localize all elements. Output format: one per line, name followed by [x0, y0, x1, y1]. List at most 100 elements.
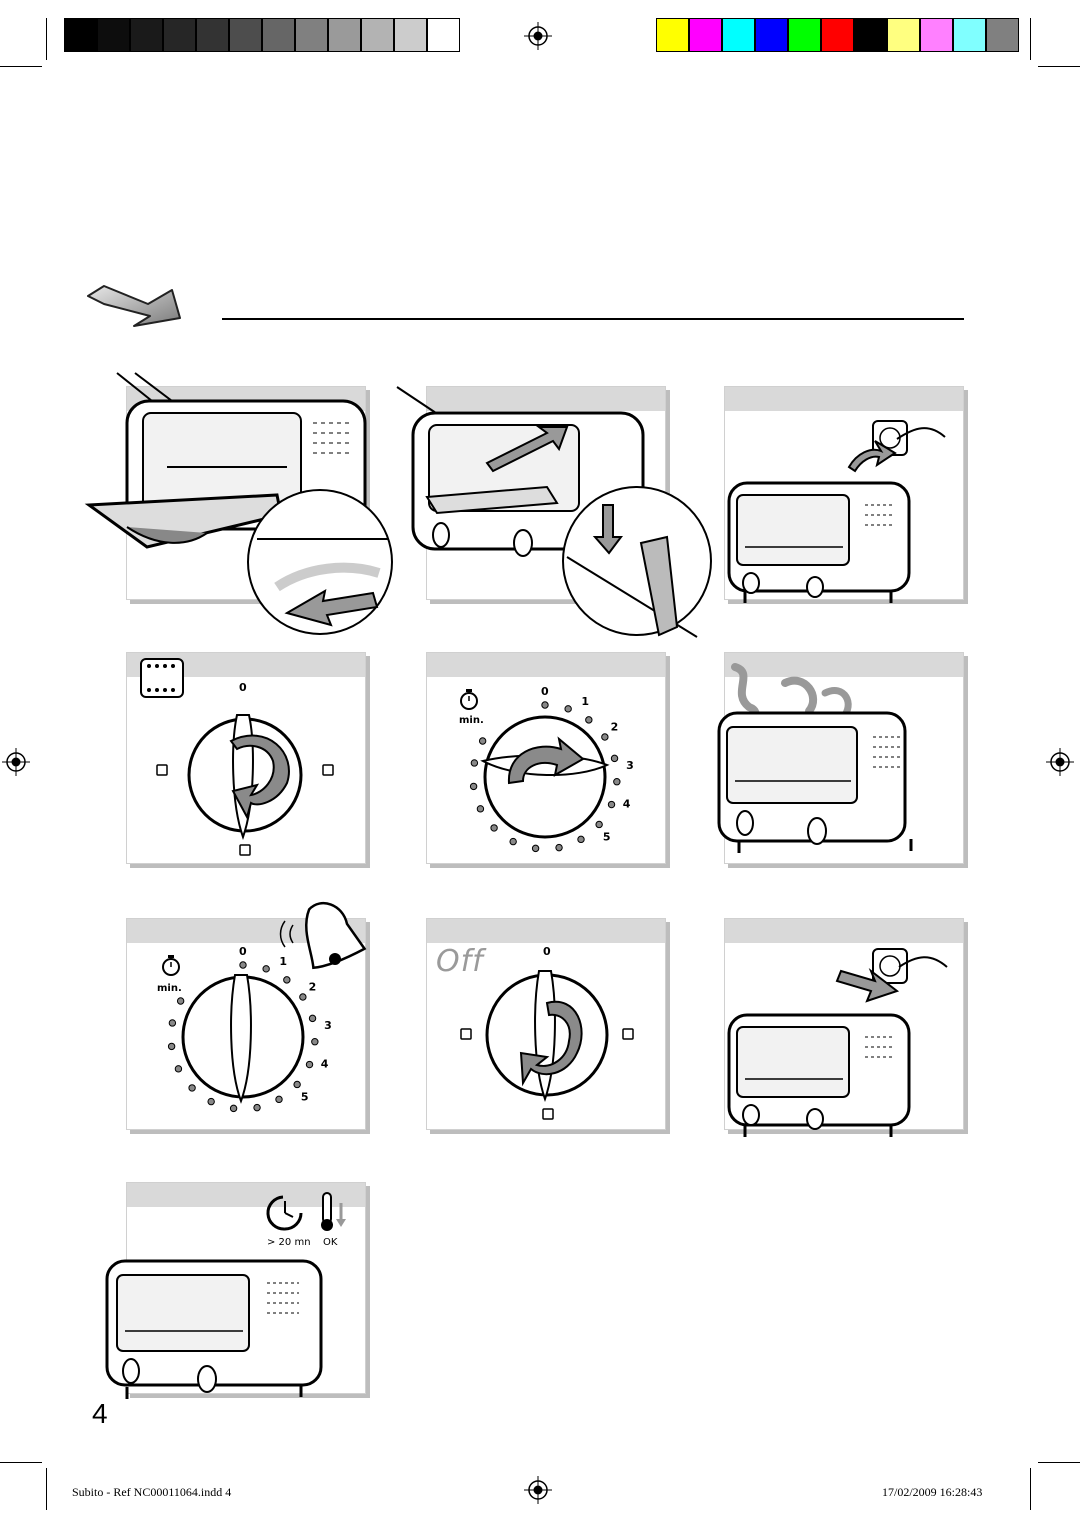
oven-door-icon	[84, 372, 393, 635]
crop-mark	[46, 18, 47, 60]
registration-mark-icon	[524, 1476, 552, 1504]
color-swatch	[953, 18, 986, 52]
timer-tick	[174, 1065, 183, 1073]
crop-mark	[1038, 1462, 1080, 1463]
timer-tick	[168, 1019, 177, 1027]
section-arrow-icon	[87, 285, 181, 327]
panel-smoke	[717, 652, 964, 864]
registration-mark-icon	[2, 748, 30, 776]
panel-remove-tray	[396, 386, 712, 638]
crop-mark	[1038, 66, 1080, 67]
dial-zero-label: 0	[543, 945, 551, 958]
color-swatch	[295, 18, 328, 52]
timer-tick-label: 1	[279, 955, 287, 968]
timer-tick	[595, 820, 603, 829]
color-swatch	[196, 18, 229, 52]
color-swatch	[887, 18, 920, 52]
timer-tick-label: 0	[541, 685, 549, 698]
ok-label: OK	[323, 1237, 338, 1248]
timer-tick	[476, 805, 485, 813]
timer-tick-label: 1	[581, 695, 589, 708]
color-swatch	[755, 18, 788, 52]
color-swatch	[262, 18, 295, 52]
panel-plug-in	[724, 386, 964, 603]
timer-tick	[207, 1097, 215, 1106]
color-swatch	[821, 18, 854, 52]
timer-tick	[275, 1095, 283, 1104]
timer-tick	[293, 1080, 301, 1089]
color-swatch	[689, 18, 722, 52]
color-swatch	[656, 18, 689, 52]
timer-tick-label: 4	[623, 798, 631, 811]
timer-tick	[262, 965, 270, 973]
color-swatch	[854, 18, 887, 52]
footer-file-label: Subito - Ref NC00011064.indd 4	[72, 1485, 232, 1499]
timer-tick	[610, 754, 619, 763]
timer-tick	[564, 705, 572, 713]
cool-time-label: > 20 mn	[267, 1237, 311, 1248]
crop-mark	[1030, 18, 1031, 60]
thermometer-icon: > 20 mn OK	[105, 1192, 346, 1399]
color-swatch	[130, 18, 163, 52]
timer-tick	[601, 733, 609, 741]
timer-tick	[607, 800, 616, 809]
timer-tick	[167, 1042, 176, 1051]
timer-tick	[490, 824, 498, 832]
color-swatch	[361, 18, 394, 52]
panel-header	[427, 919, 665, 943]
off-label: Off	[436, 944, 484, 979]
panel-header	[725, 653, 963, 677]
color-swatch	[229, 18, 262, 52]
minutes-unit-label: min.	[459, 715, 484, 726]
timer-tick	[470, 759, 479, 767]
panel-header	[427, 387, 665, 411]
color-swatch	[64, 18, 97, 52]
color-swatch	[163, 18, 196, 52]
crop-mark	[46, 1468, 47, 1510]
crop-mark	[1030, 1468, 1031, 1510]
panel-header	[725, 919, 963, 943]
color-swatch	[394, 18, 427, 52]
timer-tick	[555, 843, 563, 852]
timer-tick	[311, 1038, 319, 1046]
registration-mark-icon	[524, 22, 552, 50]
timer-tick	[305, 1060, 314, 1069]
timer-tick	[509, 837, 517, 846]
dial-zero-label: 0	[239, 681, 247, 694]
panel-switch-off: 0	[426, 918, 666, 1130]
color-swatch	[97, 18, 130, 52]
timer-tick	[531, 844, 540, 853]
smoke-icon	[717, 663, 913, 853]
timer-tick	[613, 778, 621, 786]
color-swatch	[788, 18, 821, 52]
timer-tick	[188, 1084, 196, 1092]
panel-function-dial: 0	[126, 652, 366, 864]
timer-tick	[308, 1014, 317, 1023]
color-swatch	[722, 18, 755, 52]
timer-tick	[469, 782, 478, 791]
panel-header	[725, 387, 963, 411]
registration-mark-icon	[1046, 748, 1074, 776]
timer-tick-label: 5	[603, 831, 611, 844]
crop-mark	[0, 66, 42, 67]
plug-icon	[727, 420, 946, 603]
crop-mark	[0, 1462, 42, 1463]
timer-tick-label: 4	[321, 1058, 329, 1071]
section-rule	[222, 318, 964, 320]
color-swatch	[427, 18, 460, 52]
timer-tick	[229, 1104, 238, 1113]
panel-header	[427, 653, 665, 677]
timer-tick-label: 3	[626, 759, 634, 772]
timer-tick	[176, 997, 185, 1005]
timer-tick	[253, 1103, 261, 1112]
timer-tick	[541, 701, 549, 709]
timer-tick-label: 2	[309, 980, 317, 993]
timer-tick-label: 0	[239, 945, 247, 958]
panel-cool-down: > 20 mn OK	[105, 1182, 366, 1399]
timer-tick	[239, 961, 247, 969]
color-swatch	[920, 18, 953, 52]
